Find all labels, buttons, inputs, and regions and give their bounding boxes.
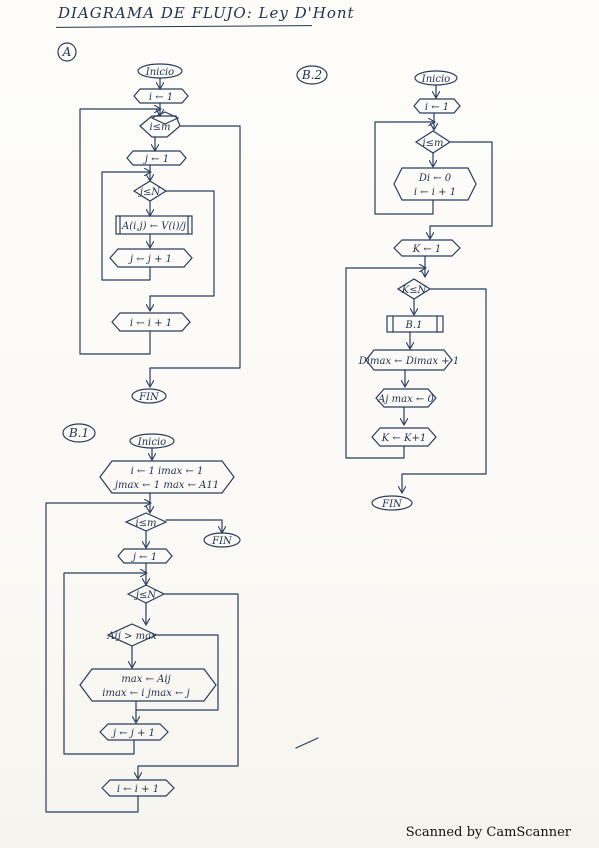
section-label-a: A <box>57 42 77 62</box>
a-init-i-text: i ← 1 <box>149 92 173 103</box>
a-init-j-text: j ← 1 <box>143 154 169 165</box>
a-cond-i: i≤m <box>139 111 181 138</box>
a-inc-j: j ← j + 1 <box>109 248 193 268</box>
b1-init-j: j ← 1 <box>117 548 173 564</box>
section-a-text: A <box>62 45 72 59</box>
b2-start-text: Inicio <box>421 74 450 85</box>
b2-loop-box: Di ← 0 i ← i + 1 <box>393 167 477 201</box>
b1-cond-j: j≤N <box>126 584 166 604</box>
b2-loop-line2: i ← i + 1 <box>414 187 456 198</box>
b1-cond-j-text: j≤N <box>134 590 157 601</box>
a-assign-text: A(i,j) ← V(i)/j <box>121 221 186 232</box>
b2-start: Inicio <box>414 70 458 86</box>
scanner-watermark: Scanned by CamScanner <box>405 825 571 840</box>
b1-end: FIN <box>203 532 241 548</box>
b1-end-text: FIN <box>211 536 233 547</box>
b1-inc-j-text: j ← j + 1 <box>111 728 155 739</box>
b2-end: FIN <box>371 495 413 511</box>
b2-inc-k: K ← K+1 <box>371 427 437 447</box>
b2-init-k-text: K ← 1 <box>412 244 442 255</box>
a-init-i: i ← 1 <box>133 88 189 104</box>
flowchart-b2: B.2 Inicio i ← 1 i≤m Di ← 0 i ← i + 1 <box>296 65 493 511</box>
b2-reset-a-text: Aj max ← 0 <box>377 394 434 405</box>
b1-init-line1: i ← 1 imax ← 1 <box>131 466 204 477</box>
b2-init-i: i ← 1 <box>413 98 461 114</box>
a-inc-i: i ← i + 1 <box>111 312 191 332</box>
b2-init-k: K ← 1 <box>393 239 461 257</box>
b1-init-line2: jmax ← 1 max ← A11 <box>113 480 219 491</box>
b1-inc-i-text: i ← i + 1 <box>117 784 159 795</box>
a-inc-j-text: j ← j + 1 <box>128 254 172 265</box>
a-assign: A(i,j) ← V(i)/j <box>115 215 193 235</box>
a-start: Inicio <box>137 63 183 79</box>
b1-cond-i: i≤m <box>124 512 168 532</box>
b2-inc-k-text: K ← K+1 <box>381 433 426 444</box>
a-init-j: j ← 1 <box>126 150 187 166</box>
b2-call-b1: B.1 <box>386 315 444 333</box>
page-title: DIAGRAMA DE FLUJO: Ley D'Hont <box>58 4 355 22</box>
section-label-b2: B.2 <box>296 65 328 85</box>
a-inc-i-text: i ← i + 1 <box>130 318 172 329</box>
a-cond-i-text: i≤m <box>149 122 170 133</box>
b1-init-j-text: j ← 1 <box>131 552 157 563</box>
b2-loop-line1: Di ← 0 <box>418 173 452 184</box>
b2-cond-i: i≤m <box>414 130 452 154</box>
b1-update-line2: imax ← i jmax ← j <box>102 688 189 699</box>
b1-start-text: Inicio <box>137 437 166 448</box>
b2-init-i-text: i ← 1 <box>425 102 449 113</box>
b1-cond-i-text: i≤m <box>135 518 156 529</box>
a-end: FIN <box>131 388 167 404</box>
b2-call-b1-text: B.1 <box>405 320 423 331</box>
section-b2-text: B.2 <box>301 68 322 82</box>
b1-inc-j: j ← j + 1 <box>99 723 169 741</box>
a-end-text: FIN <box>138 392 160 403</box>
section-b1-text: B.1 <box>68 426 89 440</box>
flowchart-b1: B.1 Inicio i ← 1 imax ← 1 jmax ← 1 max ←… <box>45 423 241 813</box>
b1-start: Inicio <box>129 433 175 449</box>
b1-update-line1: max ← Aij <box>121 674 170 685</box>
b2-div-update-text: Dimax ← Dimax + 1 <box>358 356 459 367</box>
b1-init: i ← 1 imax ← 1 jmax ← 1 max ← A11 <box>99 460 235 494</box>
b2-cond-i-text: i≤m <box>422 138 443 149</box>
a-start-text: Inicio <box>145 67 174 78</box>
b2-cond-k: K≤N <box>396 278 432 300</box>
b1-update: max ← Aij imax ← i jmax ← j <box>79 668 217 702</box>
a-cond-j-text: j≤N <box>138 187 161 198</box>
b2-div-update: Dimax ← Dimax + 1 <box>358 349 459 371</box>
b2-cond-k-text: K≤N <box>401 285 428 296</box>
stray-pen-mark <box>295 737 319 749</box>
b1-inc-i: i ← i + 1 <box>101 779 175 797</box>
b1-cond-max-text: Aij > max <box>106 631 157 642</box>
b1-cond-max: Aij > max <box>106 623 158 647</box>
a-cond-j: j≤N <box>132 180 168 202</box>
section-label-b1: B.1 <box>62 423 96 443</box>
flowchart-a: A Inicio i ← 1 i≤m j ← 1 <box>57 42 241 404</box>
b2-reset-a: Aj max ← 0 <box>375 388 437 408</box>
b2-end-text: FIN <box>381 499 403 510</box>
